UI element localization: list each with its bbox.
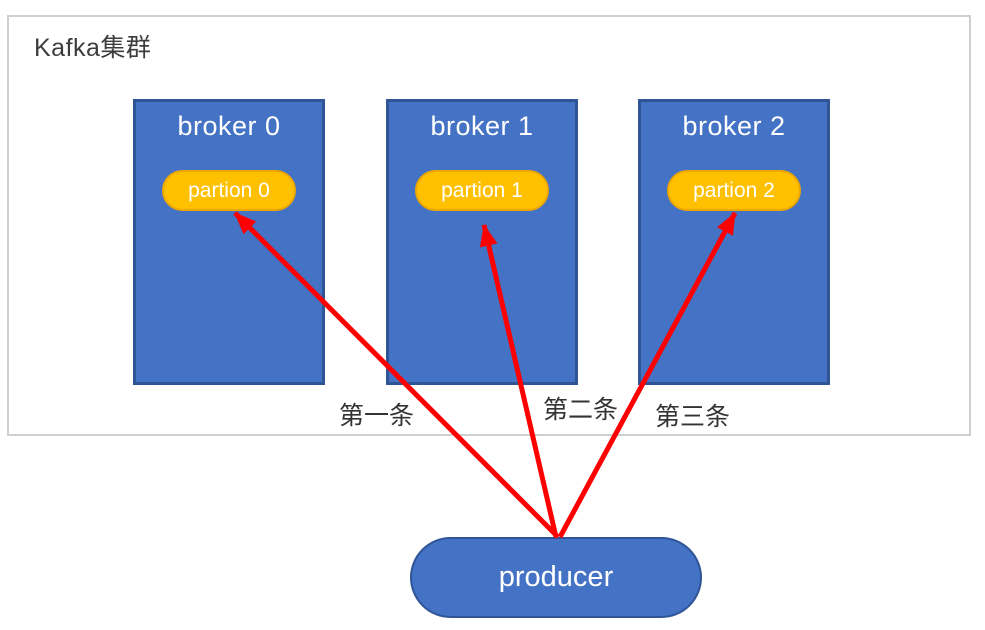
broker-0-label: broker 0 — [177, 111, 281, 141]
producer-pill: producer — [410, 537, 702, 618]
cluster-title: Kafka集群 — [34, 34, 152, 62]
broker-0-box: broker 0 partion 0 — [133, 99, 325, 385]
partition-2-pill: partion 2 — [667, 170, 801, 211]
broker-2-label: broker 2 — [682, 111, 786, 141]
message-3-label: 第三条 — [655, 403, 731, 431]
broker-1-box: broker 1 partion 1 — [386, 99, 578, 385]
partition-0-pill: partion 0 — [162, 170, 296, 211]
broker-1-label: broker 1 — [430, 111, 534, 141]
message-1-label: 第一条 — [339, 402, 415, 430]
broker-2-box: broker 2 partion 2 — [638, 99, 830, 385]
message-2-label: 第二条 — [543, 396, 619, 424]
partition-1-pill: partion 1 — [415, 170, 549, 211]
